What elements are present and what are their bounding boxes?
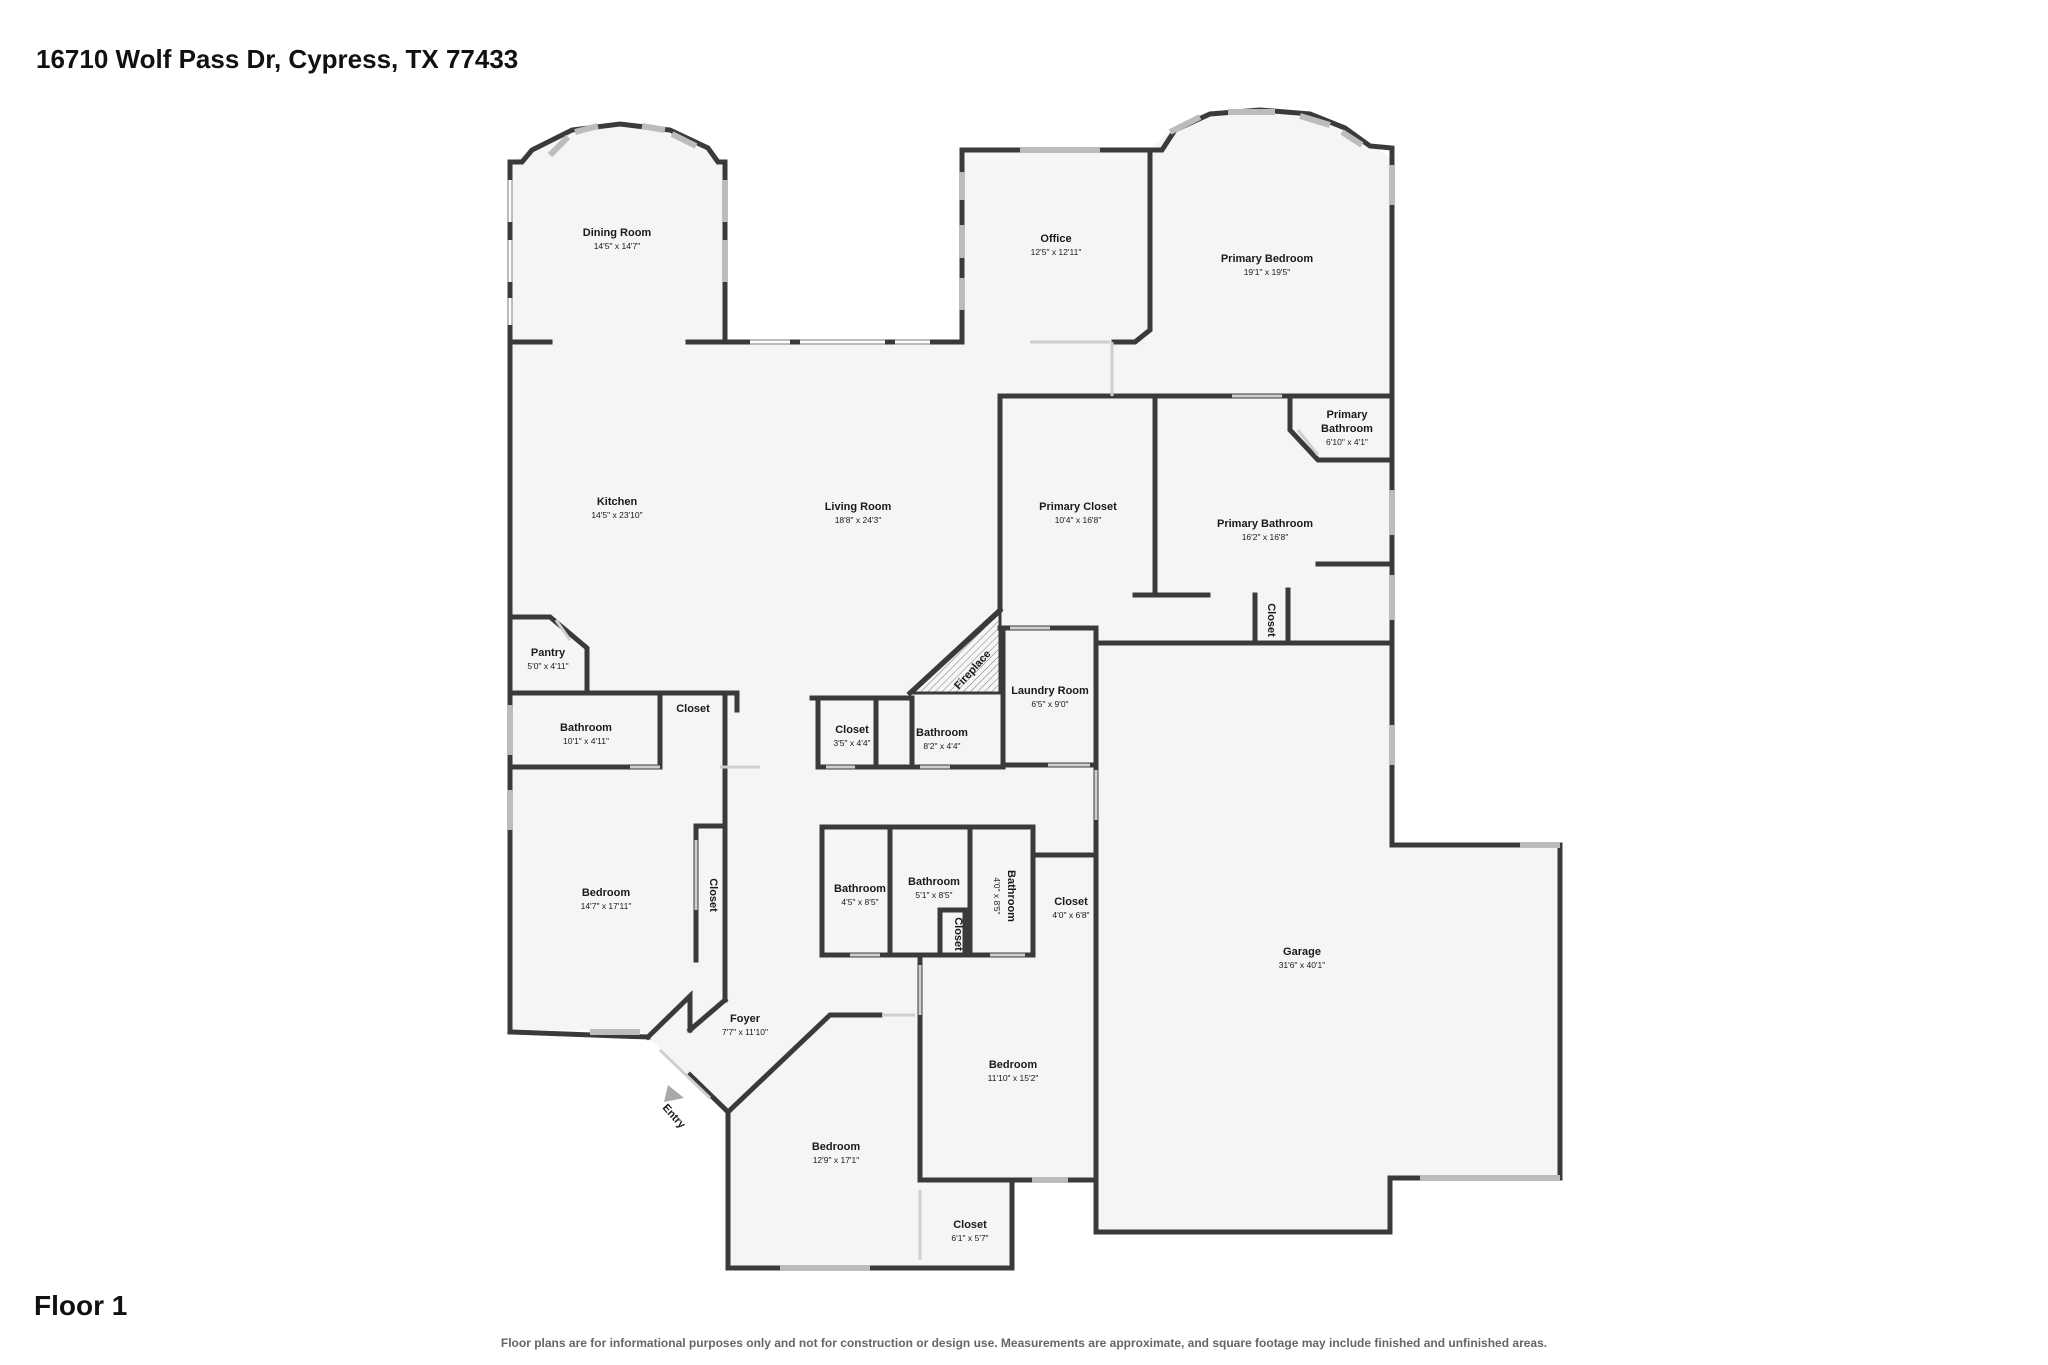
bedroom-left-dims: 14'7" x 17'11": [581, 901, 632, 911]
bathroom-mid-name: Bathroom: [916, 727, 968, 739]
kitchen-dims: 14'5" x 23'10": [591, 510, 642, 520]
closet-right-name: Closet: [1054, 896, 1088, 908]
disclaimer-text: Floor plans are for informational purpos…: [500, 1336, 1548, 1350]
living-room-name: Living Room: [825, 501, 892, 513]
primary-bathroom-name: Primary Bathroom: [1217, 518, 1313, 530]
pantry-name: Pantry: [531, 647, 566, 659]
primary-bedroom-dims: 19'1" x 19'5": [1244, 267, 1291, 277]
closet-right-dims: 4'0" x 6'8": [1052, 910, 1089, 920]
exterior-walls: [507, 107, 1563, 1271]
foyer-name: Foyer: [730, 1013, 761, 1025]
closet-mid-name: Closet: [835, 724, 869, 736]
pantry-dims: 5'0" x 4'11": [527, 661, 568, 671]
bathroom-c-name: Bathroom: [1005, 870, 1017, 922]
closet-bedroom-left-name: Closet: [707, 878, 719, 912]
primary-bathroom-small-name-1: Primary: [1327, 409, 1369, 421]
primary-closet-name: Primary Closet: [1039, 501, 1117, 513]
primary-bedroom-name: Primary Bedroom: [1221, 253, 1314, 265]
primary-bath-closet-name: Closet: [1265, 603, 1277, 637]
entry-label: Entry: [660, 1102, 688, 1132]
closet-bottom-name: Closet: [953, 1219, 987, 1231]
bedroom-bottom-name: Bedroom: [812, 1141, 861, 1153]
primary-bathroom-small-name-2: Bathroom: [1321, 423, 1373, 435]
garage-dims: 31'6" x 40'1": [1279, 960, 1326, 970]
living-room-dims: 18'8" x 24'3": [835, 515, 882, 525]
bathroom-left-name: Bathroom: [560, 722, 612, 734]
office-dims: 12'5" x 12'11": [1031, 247, 1082, 257]
bedroom-right-name: Bedroom: [989, 1059, 1038, 1071]
room-labels: Dining Room 14'5" x 14'7" Office 12'5" x…: [527, 227, 1373, 1243]
laundry-room-name: Laundry Room: [1011, 685, 1089, 697]
closet-top-left-name: Closet: [676, 703, 710, 715]
closet-bottom-dims: 6'1" x 5'7": [951, 1233, 988, 1243]
dining-room-name: Dining Room: [583, 227, 652, 239]
dining-room-dims: 14'5" x 14'7": [594, 241, 641, 251]
entry-marker: Entry: [660, 1085, 688, 1132]
bathroom-a-dims: 4'5" x 8'5": [841, 897, 878, 907]
entry-arrow-icon: [664, 1085, 684, 1102]
bedroom-right-dims: 11'10" x 15'2": [988, 1073, 1039, 1083]
windows: [507, 109, 1560, 1271]
primary-closet-dims: 10'4" x 16'8": [1055, 515, 1102, 525]
bathroom-mid-dims: 8'2" x 4'4": [923, 741, 960, 751]
kitchen-name: Kitchen: [597, 496, 638, 508]
foyer-dims: 7'7" x 11'10": [722, 1027, 768, 1037]
office-name: Office: [1040, 233, 1071, 245]
bathroom-b-name: Bathroom: [908, 876, 960, 888]
floor-area: [510, 110, 1560, 1268]
bathroom-b-dims: 5'1" x 8'5": [915, 890, 952, 900]
floor-label: Floor 1: [34, 1290, 128, 1321]
property-address: 16710 Wolf Pass Dr, Cypress, TX 77433: [36, 44, 519, 74]
bathroom-c-dims: 4'0" x 8'5": [992, 877, 1002, 914]
bedroom-left-name: Bedroom: [582, 887, 631, 899]
primary-bathroom-dims: 16'2" x 16'8": [1242, 532, 1289, 542]
doors: [554, 340, 1320, 1260]
primary-bathroom-small-dims: 6'10" x 4'1": [1326, 437, 1368, 447]
closet-small-name: Closet: [952, 917, 964, 951]
garage-name: Garage: [1283, 946, 1321, 958]
fireplace: Fireplace: [908, 608, 1002, 695]
bedroom-bottom-dims: 12'9" x 17'1": [813, 1155, 860, 1165]
closet-mid-dims: 3'5" x 4'4": [833, 738, 870, 748]
laundry-room-dims: 6'5" x 9'0": [1031, 699, 1068, 709]
bathroom-left-dims: 10'1" x 4'11": [563, 736, 609, 746]
bathroom-a-name: Bathroom: [834, 883, 886, 895]
